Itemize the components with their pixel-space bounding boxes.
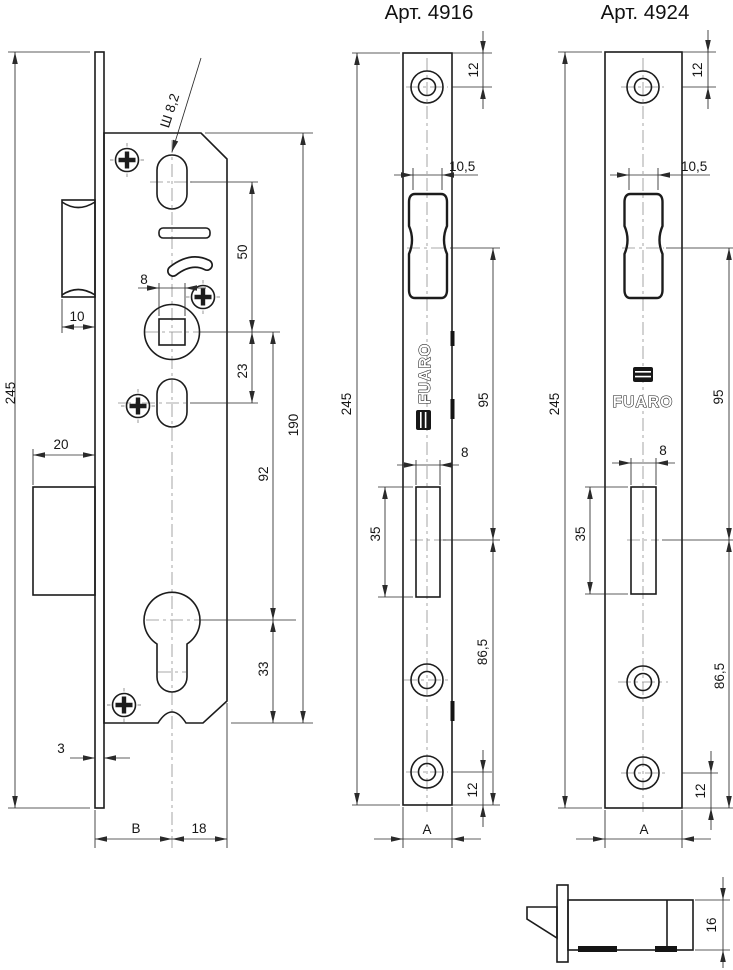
dim-overall-height: 245 bbox=[3, 382, 18, 405]
screw-icon bbox=[121, 389, 155, 423]
plate-outline bbox=[604, 51, 683, 809]
plate-edge bbox=[556, 884, 569, 963]
dim-latch-width: 10 bbox=[69, 309, 84, 324]
side-view-dimensions: 16 bbox=[695, 877, 730, 968]
dim-latch-to-bolt: 95 bbox=[476, 392, 491, 407]
plate-4924-dimensions: 245 12 10,5 95 8 35 bbox=[547, 30, 733, 848]
dim-body-height: 190 bbox=[286, 414, 301, 437]
brand-mark-icon bbox=[632, 366, 654, 383]
screw-icon bbox=[186, 280, 220, 314]
dim-bolt-cutout-width: 8 bbox=[659, 443, 667, 458]
weld-tab bbox=[450, 399, 455, 419]
dim-cylinder-to-bottom: 33 bbox=[256, 661, 271, 676]
lower-oval-hole bbox=[156, 378, 188, 428]
dim-hole-bottom: 12 bbox=[693, 783, 708, 798]
dim-plate-width: A bbox=[422, 822, 431, 837]
strike-plate-4916: FUARO 245 12 10,5 95 8 bbox=[339, 31, 500, 848]
dim-bolt-to-bottom: 86,5 bbox=[712, 663, 727, 689]
dim-square-to-oval: 23 bbox=[235, 363, 250, 378]
article-title-4924: Арт. 4924 bbox=[601, 1, 690, 24]
dim-hole-top: 12 bbox=[690, 62, 705, 77]
brand-logo: FUARO bbox=[415, 342, 435, 431]
latch-ramp bbox=[526, 906, 558, 940]
dim-plate-height: 245 bbox=[339, 393, 354, 416]
strike-box bbox=[567, 899, 694, 951]
stop-slot bbox=[158, 227, 211, 239]
lock-case-outline bbox=[103, 132, 228, 724]
deadbolt-cutout bbox=[415, 486, 441, 598]
strike-box-side-view: 16 bbox=[526, 877, 730, 968]
body-dimensions: 245 10 20 8 50 23 92 33 bbox=[3, 51, 313, 848]
euro-cylinder-hole bbox=[143, 591, 201, 693]
dim-hole-bottom: 12 bbox=[465, 782, 480, 797]
brand-text: FUARO bbox=[612, 394, 673, 411]
brand-logo: FUARO bbox=[612, 366, 673, 412]
brand-text: FUARO bbox=[417, 343, 434, 404]
dim-latch-cutout-width: 10,5 bbox=[681, 159, 707, 174]
article-title-4916: Арт. 4916 bbox=[385, 1, 474, 24]
dim-faceplate-thickness: 3 bbox=[57, 741, 65, 756]
dim-square-width: 8 bbox=[140, 272, 148, 287]
dim-bolt-cutout-height: 35 bbox=[573, 526, 588, 541]
deadbolt bbox=[32, 486, 96, 596]
weld-tab bbox=[450, 331, 455, 346]
dim-keyway-note: Ш 8,2 bbox=[157, 92, 182, 130]
deadbolt-cutout bbox=[630, 486, 657, 595]
weld-tab bbox=[450, 701, 455, 721]
dim-spindle-to-square: 50 bbox=[235, 244, 250, 259]
plate-outline bbox=[402, 52, 453, 806]
strike-plate-4924: FUARO 245 12 10,5 95 8 bbox=[547, 30, 733, 848]
dim-plate-width: A bbox=[639, 822, 648, 837]
mount-tab bbox=[655, 946, 677, 952]
screw-icon bbox=[110, 143, 144, 177]
spindle-oval-hole bbox=[156, 154, 188, 210]
dim-bolt-to-bottom: 86,5 bbox=[475, 639, 490, 665]
curved-slot bbox=[167, 256, 213, 277]
dim-box-depth: 16 bbox=[704, 917, 719, 932]
dim-hole-top: 12 bbox=[466, 62, 481, 77]
latch-cutout bbox=[623, 192, 664, 300]
faceplate bbox=[94, 51, 105, 809]
latch-bolt bbox=[61, 199, 96, 298]
dim-latch-cutout-width: 10,5 bbox=[449, 159, 475, 174]
lock-body-view: 245 10 20 8 50 23 92 33 bbox=[3, 51, 313, 848]
dim-plate-height: 245 bbox=[547, 393, 562, 416]
dim-behind-axis: 18 bbox=[191, 821, 206, 836]
dim-bolt-cutout-height: 35 bbox=[368, 526, 383, 541]
latch-cutout bbox=[407, 192, 449, 300]
dim-bolt-cutout-width: 8 bbox=[461, 445, 469, 460]
dim-backset: B bbox=[131, 821, 140, 836]
dim-deadbolt-width: 20 bbox=[53, 437, 68, 452]
brand-mark-icon bbox=[415, 409, 432, 431]
dim-latch-to-bolt: 95 bbox=[711, 389, 726, 404]
mount-tab bbox=[578, 946, 617, 952]
plate-4916-dimensions: 245 12 10,5 95 8 35 bbox=[339, 31, 500, 848]
screw-icon bbox=[107, 688, 141, 722]
dim-square-to-cylinder: 92 bbox=[256, 466, 271, 481]
